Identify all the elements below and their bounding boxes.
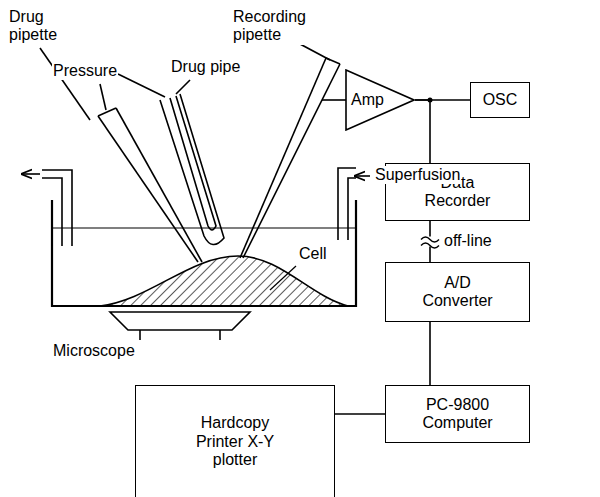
part-label: Superfusion xyxy=(374,166,461,184)
node-text: Hardcopy Printer X-Y plotter xyxy=(180,414,290,469)
break-symbol xyxy=(421,237,439,249)
converter-box: A/D Converter xyxy=(385,262,530,322)
node-text: A/D Converter xyxy=(415,274,500,311)
amplifier-triangle: Amp xyxy=(345,69,415,131)
node-text: OSC xyxy=(483,91,518,109)
part-label: Drug pipe xyxy=(170,58,241,76)
signal-wire xyxy=(429,322,431,385)
junction-dot xyxy=(428,98,433,103)
node-text: Amp xyxy=(351,91,384,109)
recording-pipette-drawing xyxy=(240,44,352,290)
part-label: Pressure xyxy=(52,62,118,80)
signal-wire xyxy=(335,413,385,415)
drug-pipe-drawing xyxy=(118,74,224,245)
computer-box: PC-9800 Computer xyxy=(385,385,530,443)
part-label: Cell xyxy=(298,245,328,263)
chamber xyxy=(22,168,370,306)
edge-label: off-line xyxy=(442,232,494,250)
part-label: Drug pipette xyxy=(8,8,82,45)
cell-drawing xyxy=(100,256,348,306)
microscope-drawing xyxy=(110,312,250,340)
part-label: Microscope xyxy=(52,342,136,360)
signal-wire xyxy=(415,100,430,163)
oscilloscope-box: OSC xyxy=(470,82,530,118)
node-text: PC-9800 Computer xyxy=(415,396,500,433)
printer-box: Hardcopy Printer X-Y plotter xyxy=(135,385,335,497)
part-label: Recording pipette xyxy=(232,8,324,45)
